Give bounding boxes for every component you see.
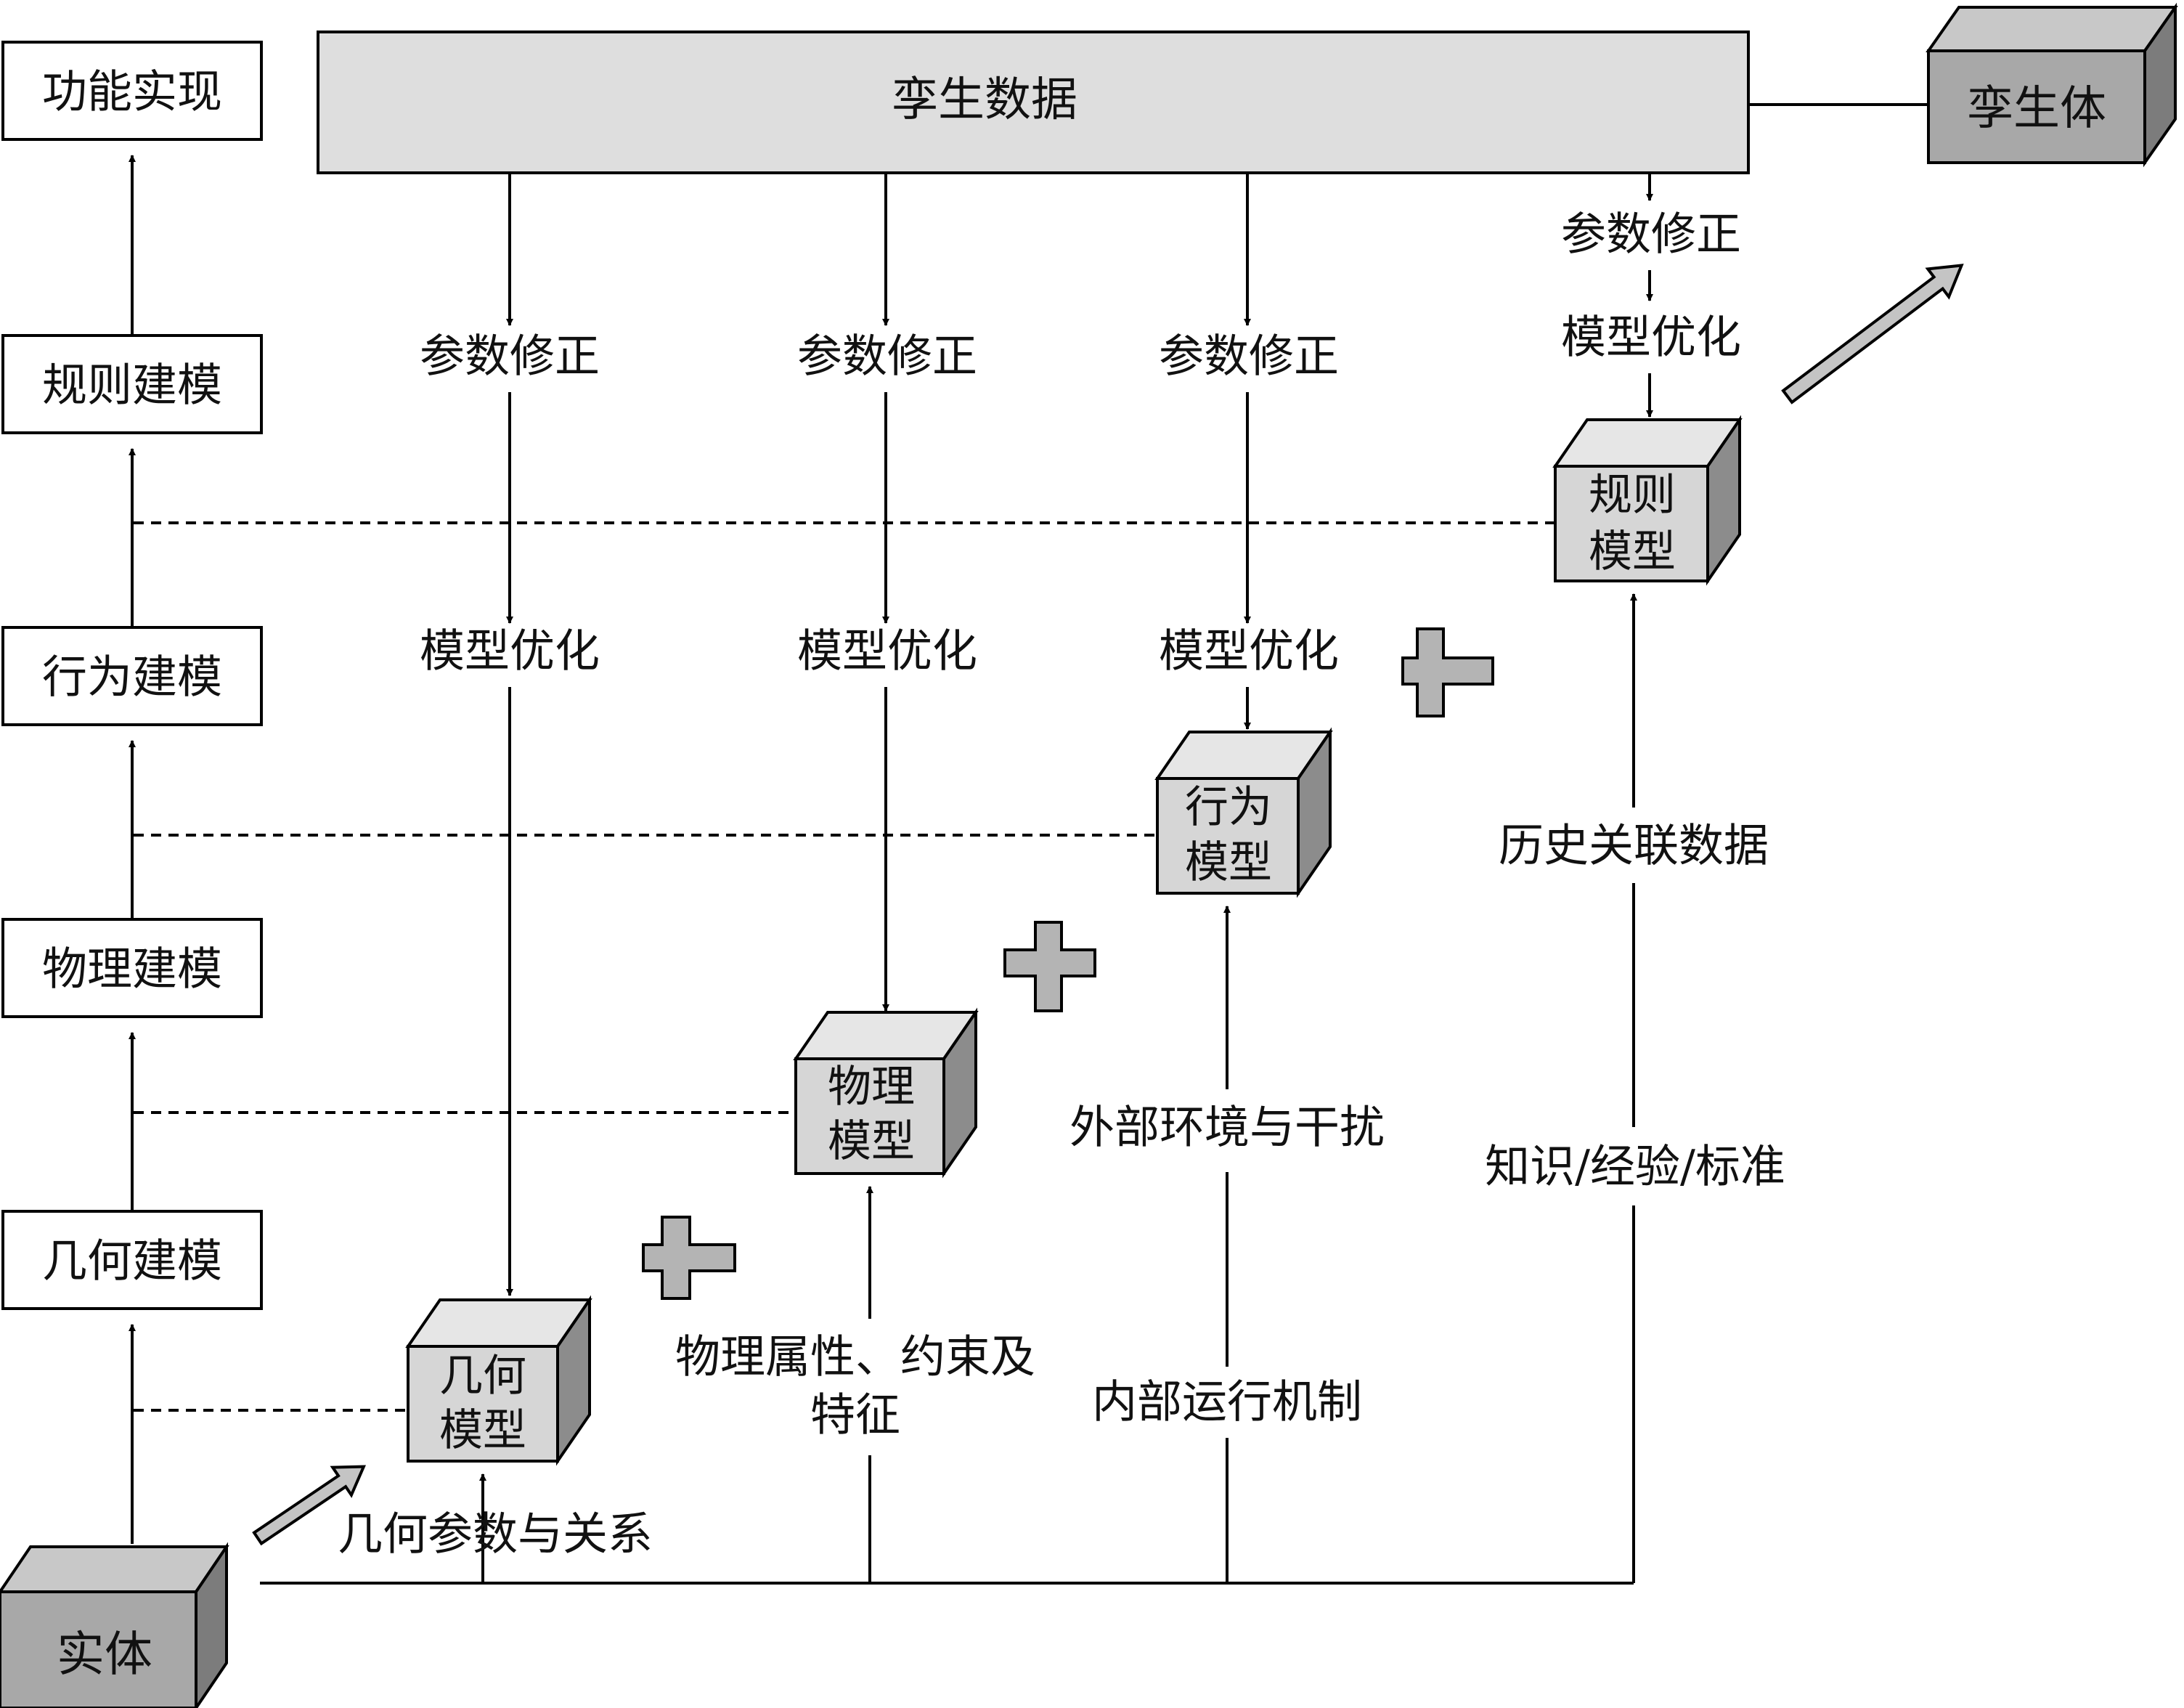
twin-diagonal-arrow — [1781, 264, 1964, 404]
physical-modeling-label: 物理建模 — [42, 943, 222, 996]
physical-model-optimization: 模型优化 — [797, 625, 977, 678]
physical-input-label-line1: 物理属性、约束及 — [675, 1330, 1035, 1383]
rule-param-correction: 参数修正 — [1561, 208, 1741, 261]
column-rule: 参数修正 模型优化 规则 模型 知识/经验/标准 历史关联数据 — [1485, 174, 1785, 1583]
behavior-modeling-label: 行为建模 — [42, 651, 222, 704]
geometric-modeling-label: 几何建模 — [42, 1235, 222, 1288]
physical-model-cube: 物理 模型 — [793, 1007, 979, 1179]
geometric-model-optimization: 模型优化 — [420, 625, 600, 678]
behavior-param-correction: 参数修正 — [1159, 330, 1339, 383]
behavior-model-line2: 模型 — [1185, 837, 1272, 888]
plus-icon-1 — [642, 1216, 736, 1300]
physical-model-line1: 物理 — [828, 1062, 915, 1113]
rule-model-line2: 模型 — [1589, 526, 1676, 577]
column-geometric: 参数修正 模型优化 几何 模型 几何参数与关系 — [338, 174, 653, 1583]
geometric-modeling-box: 几何建模 — [1, 1210, 263, 1310]
entity-diagonal-arrow — [252, 1465, 366, 1546]
digital-twin-label: 孪生体 — [1967, 82, 2106, 136]
geometric-model-line1: 几何 — [439, 1351, 526, 1402]
rule-input-label-lower: 知识/经验/标准 — [1485, 1140, 1785, 1193]
twin-data-label: 孪生数据 — [892, 73, 1077, 127]
twin-data-bar: 孪生数据 — [317, 30, 1750, 174]
entity-cube: 实体 — [0, 1542, 229, 1708]
rule-model-optimization: 模型优化 — [1561, 311, 1741, 364]
plus-icon-3 — [1401, 627, 1494, 717]
behavior-model-line1: 行为 — [1185, 782, 1272, 833]
column-physical: 参数修正 模型优化 物理 模型 物理属性、约束及 特征 — [675, 174, 1035, 1583]
digital-twin-cube: 孪生体 — [1926, 2, 2178, 168]
function-realization-label: 功能实现 — [42, 65, 222, 118]
behavior-model-cube: 行为 模型 — [1154, 727, 1333, 898]
rule-modeling-box: 规则建模 — [1, 334, 263, 434]
behavior-input-label-upper: 外部环境与干扰 — [1069, 1101, 1385, 1154]
column-behavior: 参数修正 模型优化 行为 模型 内部运行机制 外部环境与干扰 — [1069, 174, 1385, 1583]
plus-icon-2 — [1003, 921, 1096, 1012]
entity-label: 实体 — [57, 1627, 152, 1683]
physical-modeling-box: 物理建模 — [1, 918, 263, 1018]
physical-model-line2: 模型 — [828, 1116, 915, 1167]
rule-model-cube: 规则 模型 — [1552, 415, 1743, 586]
function-realization-box: 功能实现 — [1, 41, 263, 141]
physical-input-label-line2: 特征 — [810, 1388, 900, 1441]
rule-input-label-upper: 历史关联数据 — [1499, 819, 1769, 872]
behavior-model-optimization: 模型优化 — [1159, 625, 1339, 678]
rule-modeling-label: 规则建模 — [42, 359, 222, 412]
behavior-modeling-box: 行为建模 — [1, 626, 263, 726]
dashed-connectors — [134, 521, 1555, 1412]
geometric-param-correction: 参数修正 — [420, 330, 600, 383]
physical-param-correction: 参数修正 — [797, 330, 977, 383]
rule-model-line1: 规则 — [1589, 470, 1676, 521]
behavior-input-label-lower: 内部运行机制 — [1092, 1375, 1362, 1428]
geometric-input-label: 几何参数与关系 — [338, 1508, 653, 1561]
geometric-model-line2: 模型 — [439, 1405, 526, 1456]
geometric-model-cube: 几何 模型 — [405, 1295, 592, 1466]
